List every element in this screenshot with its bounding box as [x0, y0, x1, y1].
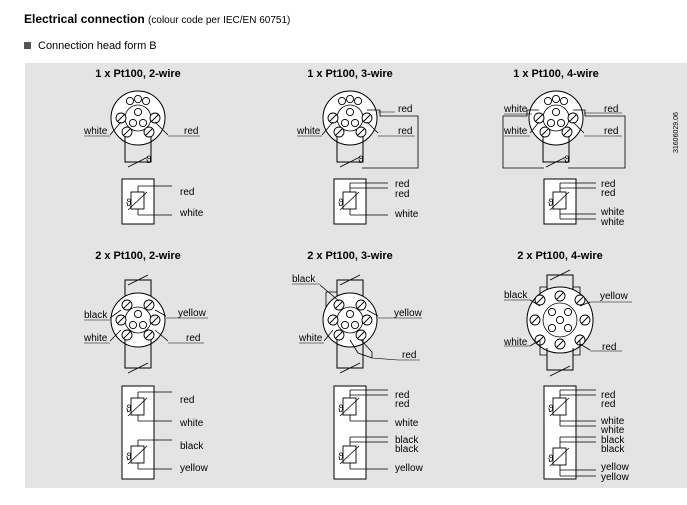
head-label-yellow: yellow — [394, 308, 423, 319]
terminal-schematic: ϑ ϑ red red white white black black yell… — [543, 385, 630, 483]
diagram-2x4wire: 2 x Pt100, 4-wire black yellow — [503, 250, 632, 483]
terminal-label-black: black — [180, 441, 204, 452]
svg-text:ϑ: ϑ — [126, 452, 132, 463]
svg-text:ϑ: ϑ — [126, 198, 132, 209]
diagram-2x3wire: 2 x Pt100, 3-wire black yellow white — [292, 250, 424, 480]
diagram-1x4wire: 1 x Pt100, 4-wire ϑ white red white red — [502, 68, 626, 228]
svg-text:ϑ: ϑ — [338, 404, 344, 415]
terminal-label-black: black — [601, 444, 625, 455]
diagram-title: 2 x Pt100, 2-wire — [95, 250, 181, 262]
terminal-label-white: white — [600, 217, 625, 228]
head-label-red: red — [398, 126, 412, 137]
connection-head: black yellow white red — [292, 274, 423, 374]
terminal-label-red: red — [395, 179, 409, 190]
head-label-yellow: yellow — [178, 308, 207, 319]
terminal-schematic: ϑ red red white — [333, 178, 419, 225]
diagram-1x2wire: 1 x Pt100, 2-wire ϑ white red ϑ — [83, 68, 204, 225]
terminal-label-red: red — [180, 187, 194, 198]
head-label-black: black — [84, 310, 108, 321]
head-label-yellow: yellow — [600, 291, 629, 302]
terminal-label-white: white — [394, 418, 419, 429]
terminal-label-white: white — [600, 207, 625, 218]
connection-head: ϑ red white red — [296, 90, 419, 169]
svg-text:ϑ: ϑ — [358, 155, 364, 166]
terminal-label-red: red — [601, 399, 615, 410]
section-label: Connection head form B — [38, 40, 157, 52]
connection-head: ϑ white red white red — [502, 90, 626, 169]
terminal-schematic: ϑ red white — [121, 178, 204, 225]
diagram-title: 1 x Pt100, 3-wire — [307, 68, 393, 80]
title-subtitle: (colour code per IEC/EN 60751) — [148, 15, 291, 26]
diagram-title: 2 x Pt100, 4-wire — [517, 250, 603, 262]
figure-code: 31606029.06 — [673, 112, 680, 153]
head-label-white: white — [503, 337, 528, 348]
head-label-red: red — [186, 333, 200, 344]
terminal-schematic: ϑ red red white white — [543, 178, 625, 228]
svg-text:ϑ: ϑ — [548, 454, 554, 465]
terminal-label-red: red — [395, 189, 409, 200]
terminal-schematic: ϑ ϑ red red white black black yellow — [333, 385, 424, 480]
head-label-black: black — [292, 274, 316, 285]
head-label-red: red — [604, 126, 618, 137]
terminal-label-red: red — [601, 179, 615, 190]
terminal-label-black: black — [395, 444, 419, 455]
page-title: Electrical connection (colour code per I… — [24, 12, 290, 26]
terminal-label-red: red — [180, 395, 194, 406]
title-main: Electrical connection — [24, 12, 145, 26]
head-label-white: white — [503, 126, 528, 137]
diagram-title: 1 x Pt100, 4-wire — [513, 68, 599, 80]
svg-text:ϑ: ϑ — [126, 404, 132, 415]
diagram-1x3wire: 1 x Pt100, 3-wire ϑ red white red ϑ — [296, 68, 419, 225]
svg-text:ϑ: ϑ — [548, 198, 554, 209]
diagram-2x2wire: 2 x Pt100, 2-wire black yellow white red — [83, 250, 209, 480]
terminal-label-red: red — [601, 188, 615, 199]
bullet-square — [24, 41, 31, 49]
head-label-white: white — [296, 126, 321, 137]
head-label-red: red — [602, 342, 616, 353]
head-label-white: white — [83, 126, 108, 137]
svg-text:ϑ: ϑ — [338, 198, 344, 209]
terminal-label-yellow: yellow — [601, 472, 630, 483]
terminal-label-white: white — [600, 425, 625, 436]
diagram-title: 2 x Pt100, 3-wire — [307, 250, 393, 262]
terminal-label-red: red — [395, 399, 409, 410]
terminal-label-white: white — [394, 209, 419, 220]
head-label-black: black — [504, 290, 528, 301]
terminal-label-white: white — [179, 418, 204, 429]
terminal-label-red: red — [395, 390, 409, 401]
svg-text:ϑ: ϑ — [548, 404, 554, 415]
terminal-label-black: black — [395, 435, 419, 446]
section-heading: Connection head form B — [24, 40, 157, 52]
head-label-red: red — [604, 104, 618, 115]
head-label-white: white — [83, 333, 108, 344]
connection-head: ϑ white red — [83, 90, 200, 168]
connection-head: black yellow white red — [503, 269, 632, 377]
terminal-label-black: black — [601, 435, 625, 446]
connection-head: black yellow white red — [83, 274, 208, 374]
terminal-label-white: white — [600, 416, 625, 427]
terminal-label-red: red — [601, 390, 615, 401]
head-label-white: white — [503, 104, 528, 115]
terminal-schematic: ϑ ϑ red white black yellow — [121, 385, 209, 480]
diagram-title: 1 x Pt100, 2-wire — [95, 68, 181, 80]
svg-text:ϑ: ϑ — [564, 155, 570, 166]
head-label-red: red — [184, 126, 198, 137]
terminal-label-yellow: yellow — [180, 463, 209, 474]
terminal-label-yellow: yellow — [395, 463, 424, 474]
head-label-white: white — [298, 333, 323, 344]
theta-symbol: ϑ — [146, 155, 152, 166]
head-label-red: red — [398, 104, 412, 115]
terminal-label-white: white — [179, 208, 204, 219]
svg-text:ϑ: ϑ — [338, 452, 344, 463]
head-label-red: red — [402, 350, 416, 361]
terminal-label-yellow: yellow — [601, 462, 630, 473]
